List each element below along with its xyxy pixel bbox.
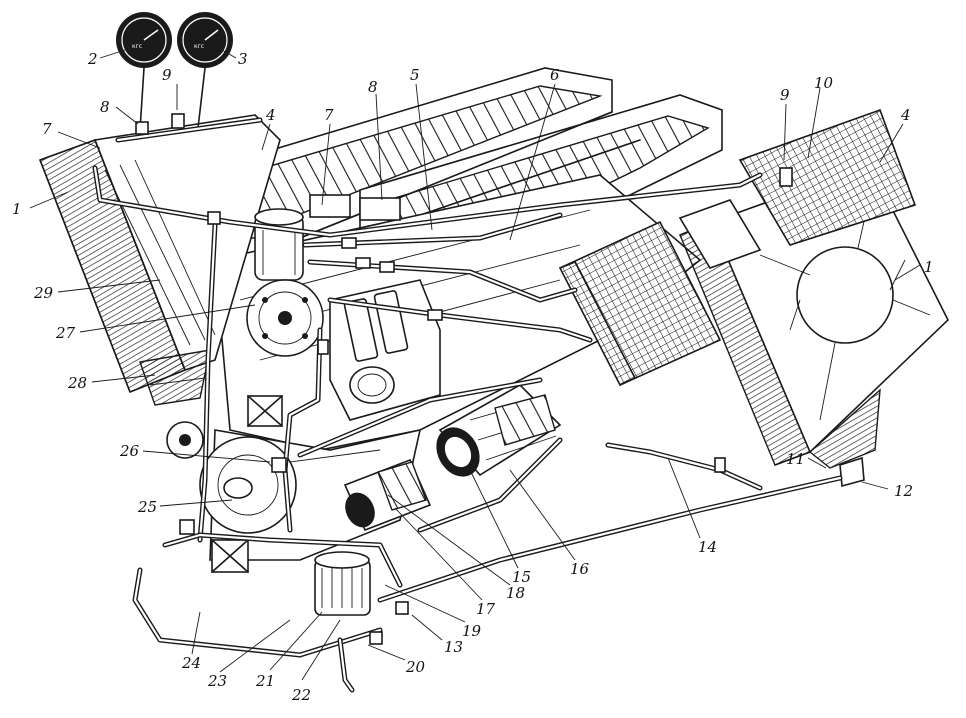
callout-16: 16: [570, 560, 590, 578]
callout-4-left: 4: [265, 106, 276, 124]
injection-pump-27: [246, 279, 324, 357]
callout-10: 10: [814, 74, 834, 92]
callout-4-right: 4: [900, 106, 911, 124]
callout-7-center: 7: [324, 106, 334, 124]
callout-22: 22: [291, 686, 311, 704]
callout-3: 3: [238, 50, 248, 68]
callout-labels: 1 1 2 3 4 4 5 6 7 7 8 8 9 9 10 11 12 13 …: [12, 50, 934, 704]
fuel-pipelines: [92, 113, 843, 693]
callout-1-right-tank: 1: [924, 258, 934, 276]
callout-25: 25: [137, 498, 157, 516]
gauge-2: кгс: [116, 12, 172, 131]
callout-21: 21: [255, 672, 275, 690]
callout-6: 6: [550, 66, 560, 84]
callout-leaders: [29, 49, 921, 681]
callout-5: 5: [410, 66, 420, 84]
fine-filter-16: [436, 384, 562, 477]
engine-block: [166, 67, 723, 573]
coarse-filter-17: [343, 458, 432, 532]
callout-26: 26: [119, 442, 140, 460]
callout-9-right: 9: [780, 86, 790, 104]
callout-8-center: 8: [368, 78, 378, 96]
left-fuel-tank: [39, 114, 281, 406]
callout-11: 11: [786, 450, 805, 468]
gauge-3: кгс: [177, 12, 233, 129]
callout-2: 2: [87, 50, 98, 68]
callout-23: 23: [207, 672, 227, 690]
callout-14: 14: [698, 538, 717, 556]
callout-13: 13: [444, 638, 463, 656]
callout-12: 12: [894, 482, 913, 500]
callout-28: 28: [67, 374, 87, 392]
callout-19: 19: [462, 622, 482, 640]
callout-20: 20: [405, 658, 426, 676]
svg-text:кгс: кгс: [194, 43, 204, 50]
svg-text:кгс: кгс: [132, 43, 142, 50]
callout-15: 15: [512, 568, 531, 586]
callout-7-left: 7: [42, 120, 52, 138]
right-fuel-tank: [679, 164, 949, 488]
callout-9-left: 9: [162, 66, 172, 84]
callout-24: 24: [181, 654, 201, 672]
callout-8-left: 8: [100, 98, 110, 116]
callout-17: 17: [476, 600, 496, 618]
right-radiator-cores: [558, 108, 917, 387]
callout-29: 29: [33, 284, 54, 302]
callout-1-left-tank: 1: [12, 200, 22, 218]
callout-27: 27: [55, 324, 76, 342]
booster-pump-21: [314, 551, 371, 616]
callout-18: 18: [506, 584, 525, 602]
